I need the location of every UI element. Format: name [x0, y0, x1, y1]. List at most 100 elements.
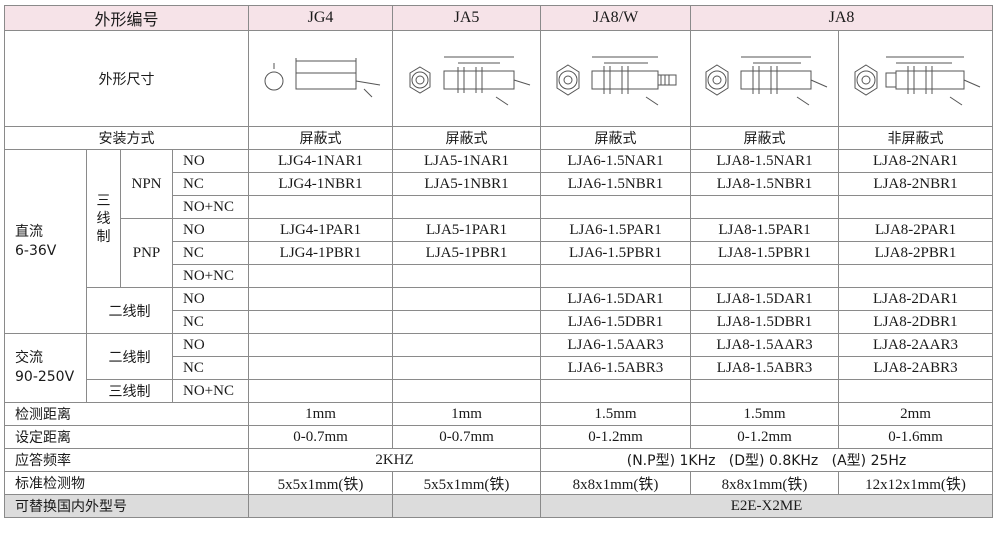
model-cell	[690, 195, 840, 219]
model-cell	[392, 379, 542, 403]
model-ja8w: JA8/W	[540, 5, 692, 31]
dimension-label: 外形尺寸	[3, 30, 250, 127]
three-wire-h-label: 三线制	[86, 379, 173, 403]
table-row: NC LJG4-1PBR1 LJA5-1PBR1 LJA6-1.5PBR1 LJ…	[5, 241, 994, 265]
detect-distance-value: 1mm	[248, 402, 394, 426]
model-cell	[690, 379, 840, 403]
mode-label: NO+NC	[171, 264, 250, 288]
drawing-ja8-shielded	[690, 30, 840, 127]
model-cell: LJA5-1NBR1	[392, 172, 542, 196]
model-cell	[248, 333, 394, 357]
replacement-value: E2E-X2ME	[540, 494, 994, 518]
sensor-drawing-jg4	[256, 39, 386, 119]
model-cell: LJA6-1.5NBR1	[540, 172, 692, 196]
replacement-empty	[248, 494, 394, 518]
model-cell: LJA6-1.5AAR3	[540, 333, 692, 357]
model-cell: LJA8-1.5PBR1	[690, 241, 840, 265]
sensor-drawing-ja5	[400, 39, 534, 119]
drawing-ja8-unshielded	[838, 30, 994, 127]
model-cell: LJA8-2PAR1	[838, 218, 994, 242]
model-cell: LJA8-2ABR3	[838, 356, 994, 380]
model-cell	[392, 195, 542, 219]
detect-distance-value: 1.5mm	[540, 402, 692, 426]
model-cell: LJA8-2DBR1	[838, 310, 994, 334]
model-cell	[838, 379, 994, 403]
mode-label: NO	[171, 218, 250, 242]
mode-label: NC	[171, 310, 250, 334]
mode-label: NC	[171, 172, 250, 196]
standard-target-value: 8x8x1mm(铁)	[540, 471, 692, 495]
model-cell: LJG4-1NBR1	[248, 172, 394, 196]
table-row: NO+NC	[5, 195, 994, 219]
model-cell	[248, 310, 394, 334]
model-ja8: JA8	[690, 5, 994, 31]
detect-distance-row: 检测距离 1mm 1mm 1.5mm 1.5mm 2mm	[3, 402, 994, 426]
response-label: 应答频率	[3, 448, 250, 472]
shape-code-label: 外形编号	[3, 5, 250, 31]
replacement-row: 可替换国内外型号 E2E-X2ME	[3, 494, 994, 518]
mount-value: 非屏蔽式	[838, 126, 994, 150]
model-cell	[690, 264, 840, 288]
model-cell: LJA6-1.5PAR1	[540, 218, 692, 242]
table-row: 直流 6-36V 三 线 制 NPN NO LJG4-1NAR1 LJA5-1N…	[4, 149, 994, 334]
set-distance-value: 0-1.2mm	[690, 425, 840, 449]
model-cell	[838, 195, 994, 219]
drawing-ja5	[392, 30, 542, 127]
model-cell	[248, 379, 394, 403]
model-cell: LJA8-2NBR1	[838, 172, 994, 196]
drawing-jg4	[248, 30, 394, 127]
table-row: 三线制 NO+NC	[5, 379, 994, 403]
model-cell: LJA8-1.5PAR1	[690, 218, 840, 242]
model-cell: LJA8-1.5DBR1	[690, 310, 840, 334]
model-cell: LJA6-1.5PBR1	[540, 241, 692, 265]
header-row: 外形编号 JG4 JA5 JA8/W JA8	[3, 5, 994, 31]
drawing-ja8w	[540, 30, 692, 127]
model-cell: LJA6-1.5DBR1	[540, 310, 692, 334]
model-cell: LJG4-1PBR1	[248, 241, 394, 265]
mount-value: 屏蔽式	[540, 126, 692, 150]
model-cell: LJA8-1.5NBR1	[690, 172, 840, 196]
detect-distance-label: 检测距离	[3, 402, 250, 426]
model-cell	[540, 264, 692, 288]
set-distance-value: 0-1.2mm	[540, 425, 692, 449]
model-cell	[392, 287, 542, 311]
detect-distance-value: 2mm	[838, 402, 994, 426]
model-cell	[392, 310, 542, 334]
detect-distance-value: 1mm	[392, 402, 542, 426]
mode-label: NO	[171, 333, 250, 357]
table-row: NO+NC	[5, 264, 994, 288]
model-cell	[392, 356, 542, 380]
dimension-row: 外形尺寸	[3, 30, 994, 127]
model-cell: LJG4-1PAR1	[248, 218, 394, 242]
spec-table: 外形编号 JG4 JA5 JA8/W JA8 外形尺寸	[3, 5, 994, 518]
standard-target-value: 8x8x1mm(铁)	[690, 471, 840, 495]
model-cell: LJA8-2PBR1	[838, 241, 994, 265]
model-cell	[540, 379, 692, 403]
response-value-right: (N.P型) 1KHz (D型) 0.8KHz (A型) 25Hz	[540, 448, 994, 472]
standard-target-value: 5x5x1mm(铁)	[248, 471, 394, 495]
response-row: 应答频率 2KHZ (N.P型) 1KHz (D型) 0.8KHz (A型) 2…	[3, 448, 994, 472]
replacement-label: 可替换国内外型号	[3, 494, 250, 518]
model-cell: LJA8-1.5NAR1	[690, 149, 840, 173]
replacement-empty	[392, 494, 542, 518]
model-cell: LJG4-1NAR1	[248, 149, 394, 173]
model-cell: LJA6-1.5NAR1	[540, 149, 692, 173]
three-wire-label: 三 线 制	[86, 149, 121, 288]
mount-label: 安装方式	[3, 126, 250, 150]
table-row: NC LJG4-1NBR1 LJA5-1NBR1 LJA6-1.5NBR1 LJ…	[5, 172, 994, 196]
model-cell	[540, 195, 692, 219]
mode-label: NO+NC	[171, 379, 250, 403]
two-wire-label: 二线制	[86, 287, 173, 334]
set-distance-value: 0-1.6mm	[838, 425, 994, 449]
model-cell: LJA8-1.5ABR3	[690, 356, 840, 380]
model-cell	[248, 356, 394, 380]
model-cell	[392, 333, 542, 357]
model-cell: LJA8-2AAR3	[838, 333, 994, 357]
model-cell	[248, 195, 394, 219]
model-cell	[248, 287, 394, 311]
ac-group-label: 交流 90-250V	[4, 333, 87, 403]
mount-value: 屏蔽式	[392, 126, 542, 150]
set-distance-value: 0-0.7mm	[392, 425, 542, 449]
model-cell: LJA8-1.5AAR3	[690, 333, 840, 357]
mode-label: NC	[171, 356, 250, 380]
